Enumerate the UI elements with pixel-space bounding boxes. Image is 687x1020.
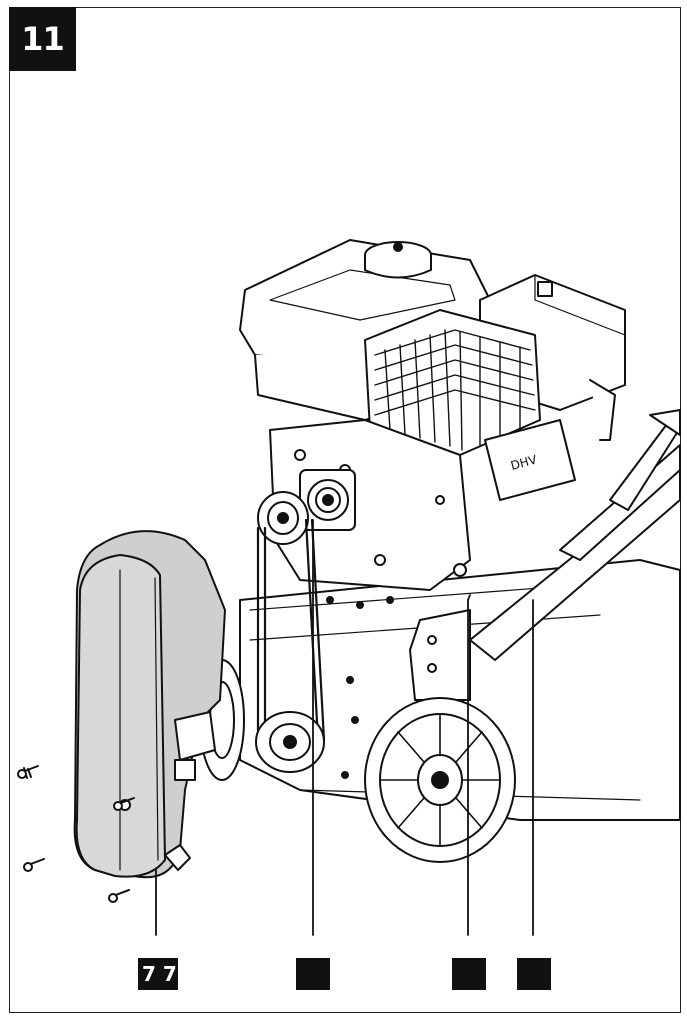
svg-text:DHV: DHV (509, 452, 539, 473)
callout-label-a: 7 7 (138, 958, 178, 990)
engine-crankcase: DHV (269, 419, 576, 591)
lower-pulley (255, 711, 325, 773)
crankshaft-flange (299, 469, 356, 531)
mount-bracket (409, 609, 471, 701)
page-frame (9, 7, 681, 1013)
belt-cover (73, 530, 226, 879)
drive-belt (256, 518, 326, 747)
screw-icon (23, 858, 45, 872)
handle-tube (469, 409, 681, 661)
front-wheel (364, 697, 516, 863)
screw-icon (17, 765, 39, 779)
callout-label-b (296, 958, 330, 990)
step-number-badge: 11 (9, 7, 76, 71)
callout-label-c (452, 958, 486, 990)
callout-leader-lines (155, 519, 534, 936)
callout-label-d (517, 958, 551, 990)
upper-pulley (257, 491, 309, 545)
screw-icon (113, 797, 135, 811)
engine-cylinder (364, 309, 541, 456)
screw-icon (108, 889, 130, 903)
